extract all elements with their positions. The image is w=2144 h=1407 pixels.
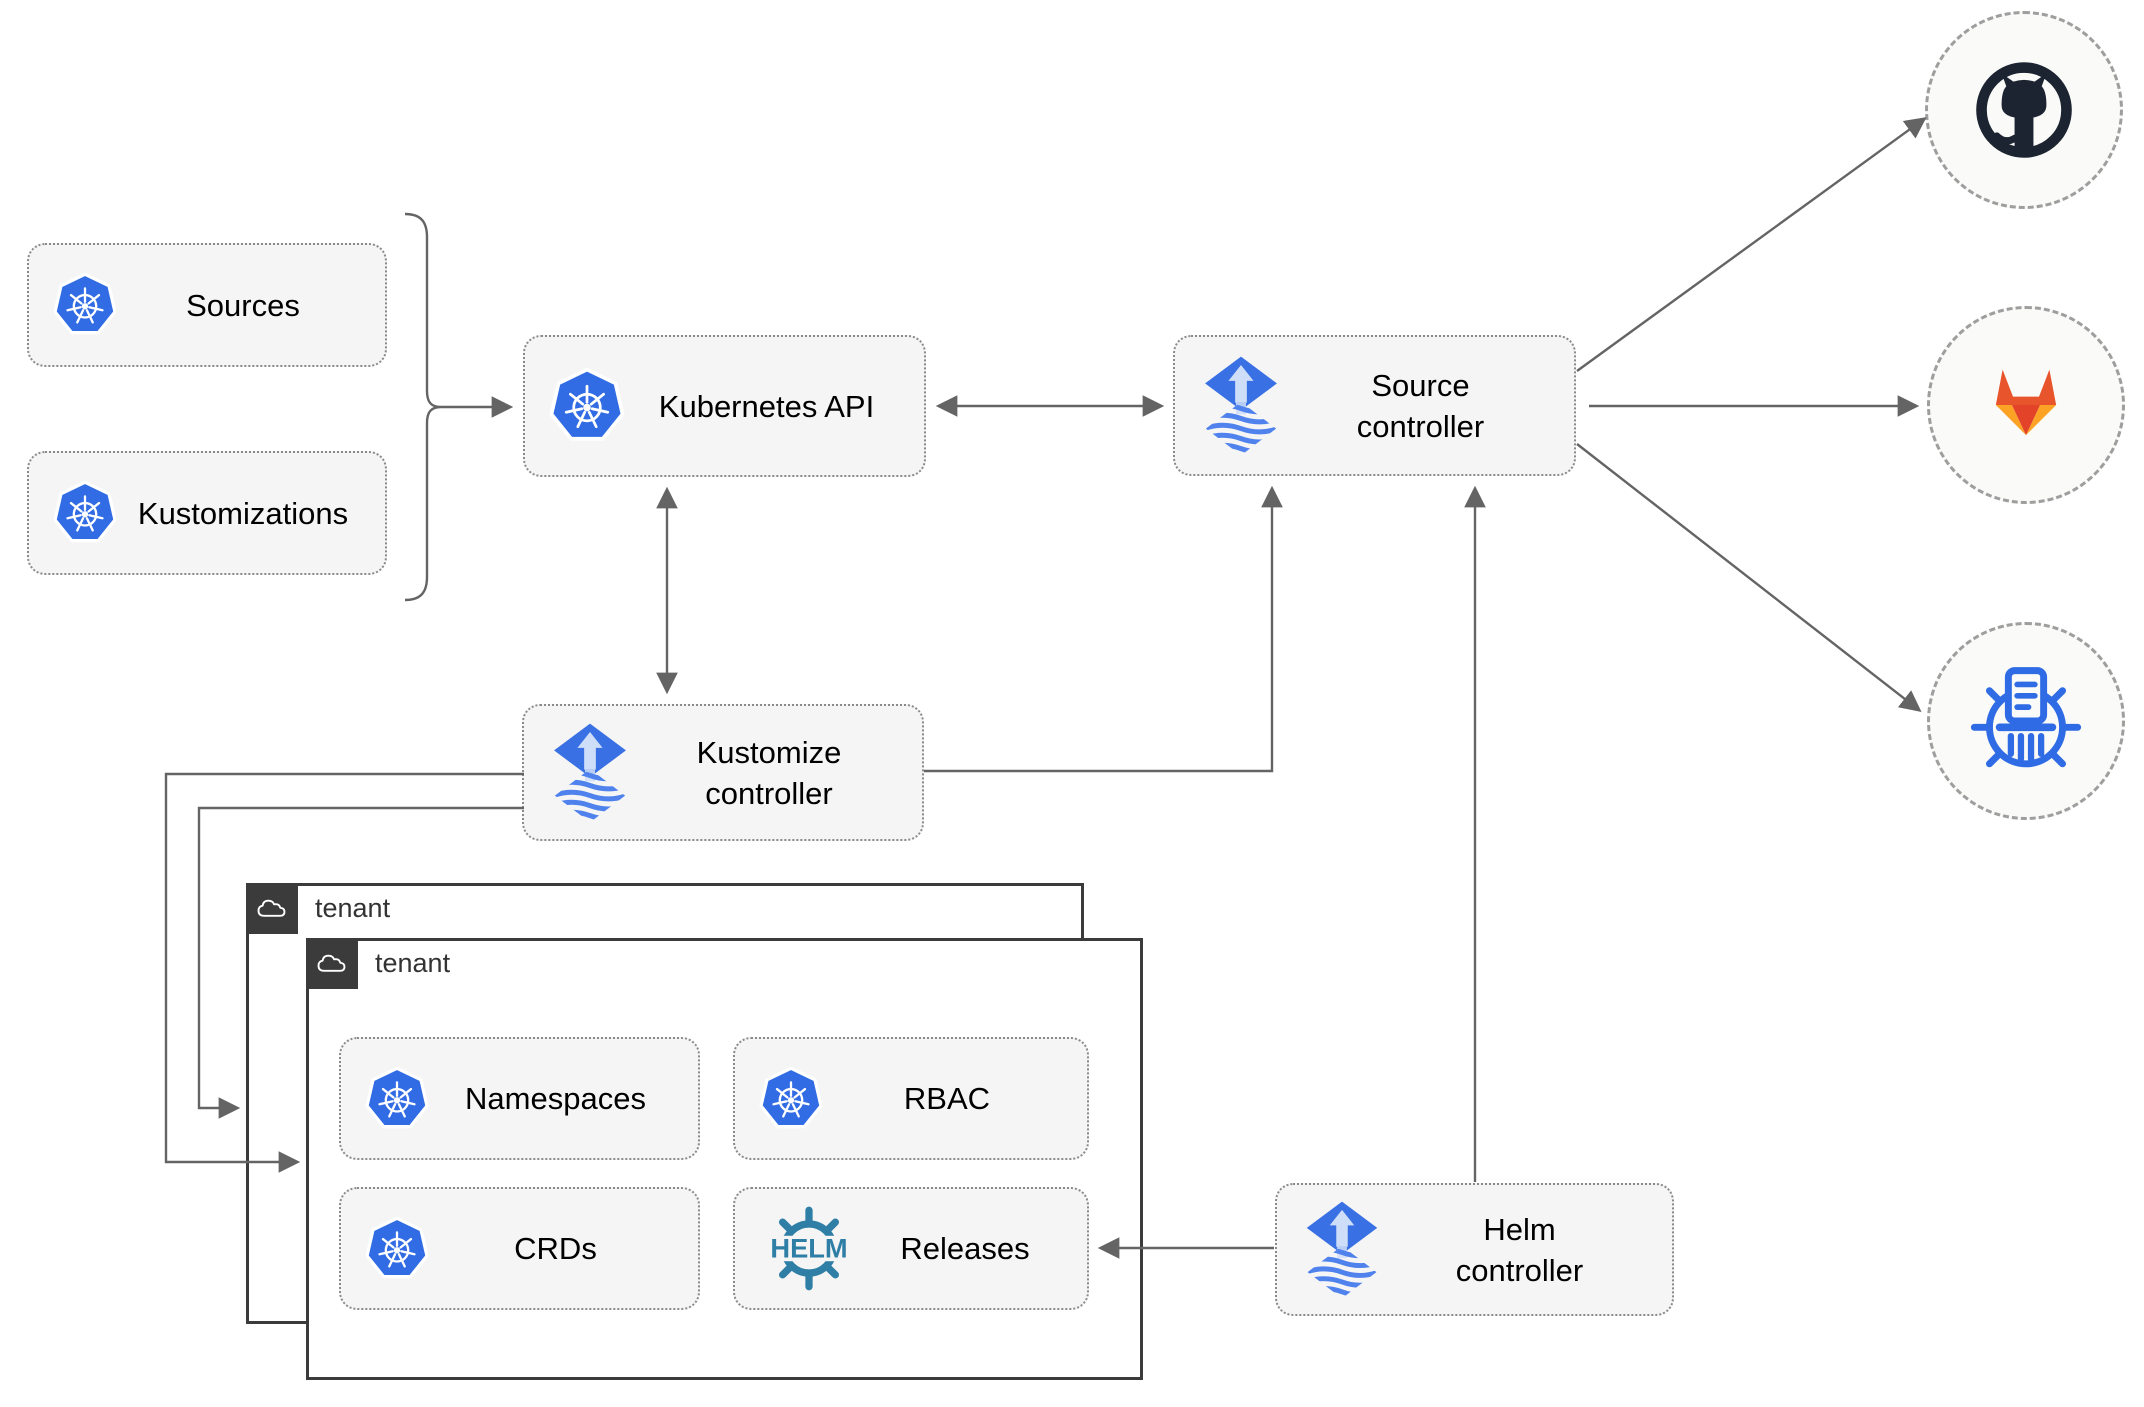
node-label: Sources	[186, 287, 300, 323]
node-source-controller: Source controller	[1173, 335, 1576, 476]
node-namespaces: Namespaces	[339, 1037, 700, 1160]
remote-gitlab	[1927, 306, 2125, 504]
node-label: Kustomizations	[137, 495, 349, 531]
chartmuseum-icon	[1970, 667, 2082, 768]
node-crds: CRDs	[339, 1187, 700, 1310]
node-label: Helm controller	[1455, 1211, 1584, 1288]
node-label: Kustomize controller	[696, 734, 842, 811]
kubernetes-icon	[53, 481, 117, 545]
flux-icon	[1199, 355, 1283, 457]
helm-wordmark: HELM	[770, 1233, 847, 1264]
cloud-icon	[314, 950, 350, 977]
github-icon	[1976, 62, 2072, 158]
kubernetes-icon	[549, 368, 625, 444]
remote-chartmuseum	[1927, 622, 2125, 820]
kubernetes-icon	[365, 1217, 429, 1281]
node-label: Namespaces	[465, 1081, 646, 1116]
connector-kustomize-to-source-controller	[924, 485, 1283, 773]
node-sources: Sources	[27, 243, 387, 367]
gitlab-icon	[1995, 369, 2057, 436]
node-rbac: RBAC	[733, 1037, 1089, 1160]
kubernetes-icon	[365, 1067, 429, 1131]
connector-source-to-github	[1576, 117, 1927, 372]
tenant-label: tenant	[315, 893, 391, 923]
tenant-badge	[306, 938, 358, 989]
remote-github	[1925, 11, 2123, 209]
node-label: CRDs	[514, 1231, 597, 1266]
connector-source-to-chartmuseum	[1576, 443, 1922, 712]
node-helm-controller: Helm controller	[1275, 1183, 1674, 1316]
node-releases: HELM Releases	[733, 1187, 1089, 1310]
node-kustomizations: Kustomizations	[27, 451, 387, 575]
node-kustomize-controller: Kustomize controller	[522, 704, 924, 841]
tenant-label: tenant	[375, 948, 451, 978]
tenant-badge	[246, 883, 298, 934]
node-kubernetes-api: Kubernetes API	[523, 335, 926, 477]
kubernetes-icon	[53, 273, 117, 337]
kubernetes-icon	[759, 1067, 823, 1131]
helm-icon: HELM	[770, 1206, 848, 1291]
node-label: Source controller	[1356, 367, 1485, 444]
node-label: Kubernetes API	[658, 388, 875, 424]
flux-icon	[1301, 1200, 1383, 1300]
node-label: Releases	[900, 1231, 1030, 1266]
brace-connector	[404, 212, 442, 602]
node-label: RBAC	[903, 1081, 991, 1116]
flux-icon	[548, 722, 632, 824]
cloud-icon	[254, 895, 290, 922]
